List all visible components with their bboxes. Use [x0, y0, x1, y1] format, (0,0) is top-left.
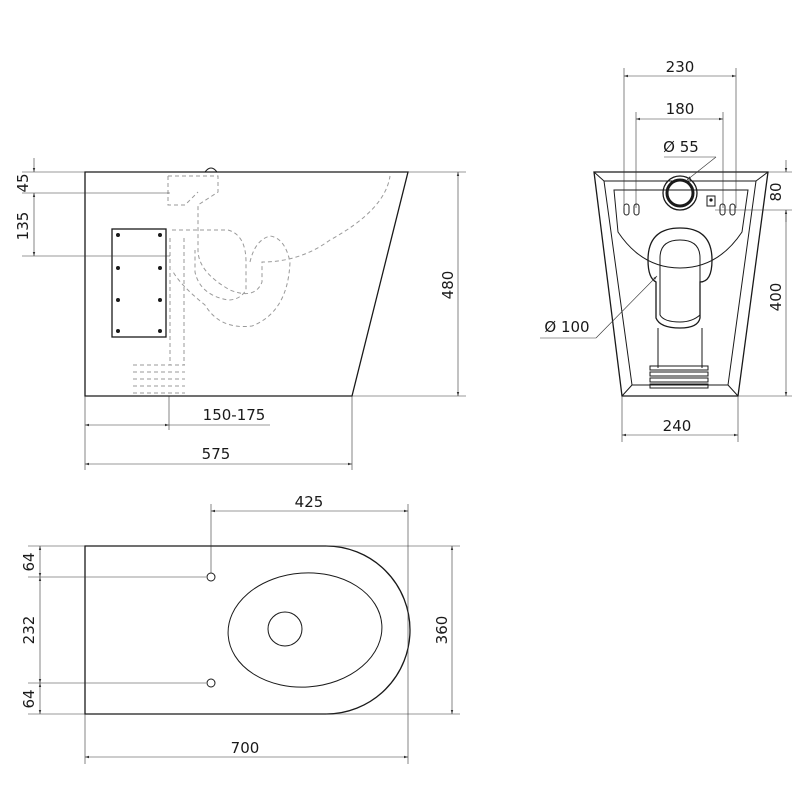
dim-front-base-width: 240: [663, 417, 692, 435]
plan-drain-hole: [267, 611, 303, 647]
dim-side-height: 480: [439, 271, 457, 300]
side-access-panel: [111, 228, 167, 338]
dim-plan-length: 700: [231, 739, 260, 757]
front-inner-bevel: [603, 180, 757, 386]
front-outlet-inner: [659, 239, 701, 323]
side-view: 45 135 480 150-175 575: [14, 158, 466, 470]
dim-plan-width: 360: [433, 616, 451, 645]
dim-front-outlet-diameter: Ø 100: [544, 318, 589, 336]
side-hidden-outlet-pipe: [133, 238, 185, 394]
front-outlet-ribs: [649, 365, 709, 389]
side-hidden-bowl: [168, 175, 391, 295]
side-access-panel-screws: [116, 233, 162, 333]
dim-side-outlet-distance: 150-175: [203, 406, 266, 424]
front-inlet-outer: [662, 175, 698, 211]
plan-bolt-top: [206, 572, 216, 582]
side-body-outline: [84, 171, 409, 397]
dim-front-inlet-diameter: Ø 55: [663, 138, 699, 156]
plan-bolt-bottom: [206, 678, 216, 688]
front-cavity: [613, 189, 749, 269]
dim-side-length: 575: [202, 445, 231, 463]
dim-front-lower-height: 400: [767, 283, 785, 312]
front-bevel-corners: [593, 171, 769, 397]
dim-front-top-band: 80: [767, 182, 785, 201]
dim-front-fixing-width: 180: [666, 100, 695, 118]
side-hidden-inlet-pipe: [167, 176, 199, 206]
plan-bowl-rim: [227, 572, 383, 688]
side-inlet-stub: [204, 167, 218, 173]
plan-body-outline: [84, 545, 411, 715]
dim-plan-bolt-spacing: 232: [20, 616, 38, 645]
front-outlet-elbow: [647, 227, 713, 329]
dim-plan-bolt-to-front: 425: [295, 493, 324, 511]
front-view: 230 180 Ø 55 80 400 Ø 100 240: [540, 58, 792, 442]
dim-plan-edge-to-bolt-top: 64: [20, 552, 38, 571]
dim-side-top-offset: 45: [14, 173, 32, 192]
dim-plan-edge-to-bolt-bottom: 64: [20, 689, 38, 708]
dim-side-inlet-height: 135: [14, 212, 32, 241]
side-hidden-trap: [171, 229, 291, 328]
plan-view: 425 64 232 64 360 700: [20, 493, 460, 764]
front-outlet-pipe: [657, 328, 703, 368]
front-fixing-slots: [623, 195, 736, 216]
dim-front-outer-width: 230: [666, 58, 695, 76]
front-inlet-inner: [665, 178, 695, 208]
